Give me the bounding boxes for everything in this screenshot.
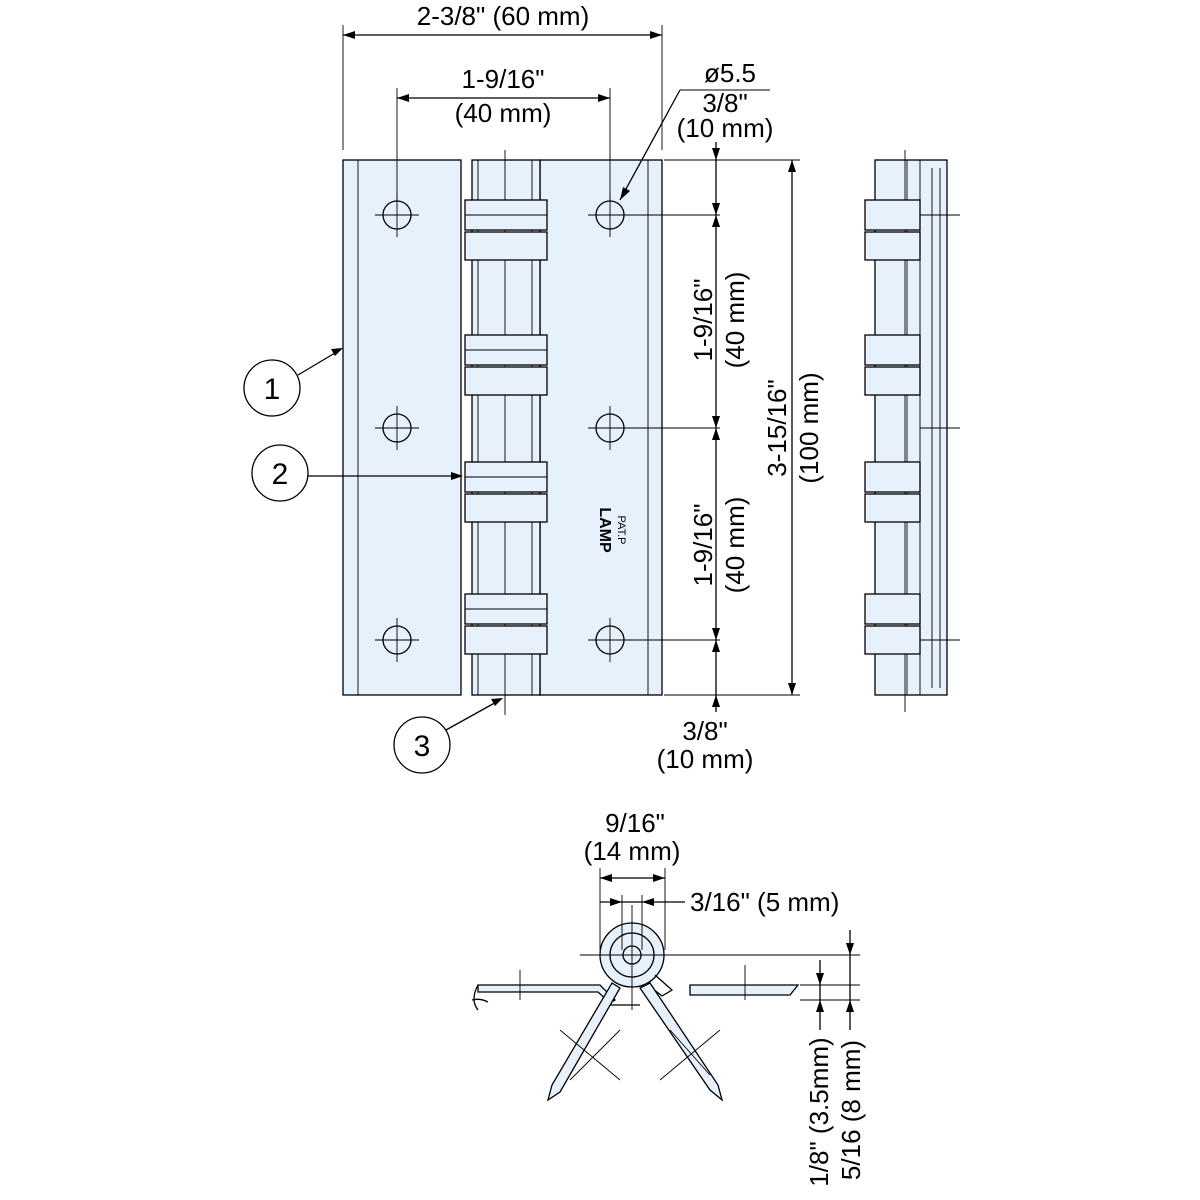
dim-overall-height-mm: (100 mm)	[794, 372, 824, 483]
dim-pin-diameter: 3/16" (5 mm)	[690, 887, 839, 917]
end-view: 9/16" (14 mm) 3/16" (5 mm) 1/8" (3.5mm) …	[471, 808, 866, 1187]
dim-knuckle-width-in: 9/16"	[605, 808, 665, 838]
knuckles	[464, 199, 548, 655]
logo-brand: LAMP	[596, 507, 613, 553]
dim-knuckle-width-mm: (14 mm)	[584, 836, 681, 866]
dim-pitch-lower-in: 1-9/16"	[688, 504, 718, 587]
mounting-holes	[375, 193, 632, 662]
logo-stamp: LAMP PAT.P	[596, 507, 627, 553]
dim-hole-diameter: ø5.5	[704, 58, 756, 88]
left-leaf	[342, 159, 462, 696]
callouts: 1 2 3	[243, 348, 503, 774]
side-view	[864, 150, 960, 712]
dim-top-margin-mm: (10 mm)	[677, 113, 774, 143]
logo-mark: PAT.P	[615, 516, 627, 545]
dim-hole-spacing-mm: (40 mm)	[455, 98, 552, 128]
right-leaf	[539, 159, 663, 696]
dim-bottom-margin-in: 3/8"	[682, 716, 727, 746]
dim-top-margin-in: 3/8"	[702, 88, 747, 118]
dim-pitch-upper-mm: (40 mm)	[720, 272, 750, 369]
dim-pitch-lower-mm: (40 mm)	[720, 497, 750, 594]
dim-leaf-offset: 5/16 (8 mm)	[836, 1040, 866, 1180]
vertical-dimensions: 3/8" (10 mm) 1-9/16" (40 mm) 1-9/16" (40…	[657, 88, 824, 774]
dim-overall-width: 2-3/8" (60 mm)	[417, 1, 590, 31]
dim-pitch-upper-in: 1-9/16"	[688, 279, 718, 362]
callout-3: 3	[414, 730, 431, 763]
dim-overall-height-in: 3-15/16"	[762, 379, 792, 476]
dim-leaf-thickness: 1/8" (3.5mm)	[804, 1037, 834, 1186]
callout-1: 1	[264, 373, 281, 406]
dim-hole-spacing-in: 1-9/16"	[462, 64, 545, 94]
top-dimensions: 2-3/8" (60 mm) 1-9/16" (40 mm) ø5.5	[342, 1, 770, 201]
callout-2: 2	[272, 458, 289, 491]
dim-bottom-margin-mm: (10 mm)	[657, 744, 754, 774]
front-view: LAMP PAT.P	[342, 150, 800, 715]
